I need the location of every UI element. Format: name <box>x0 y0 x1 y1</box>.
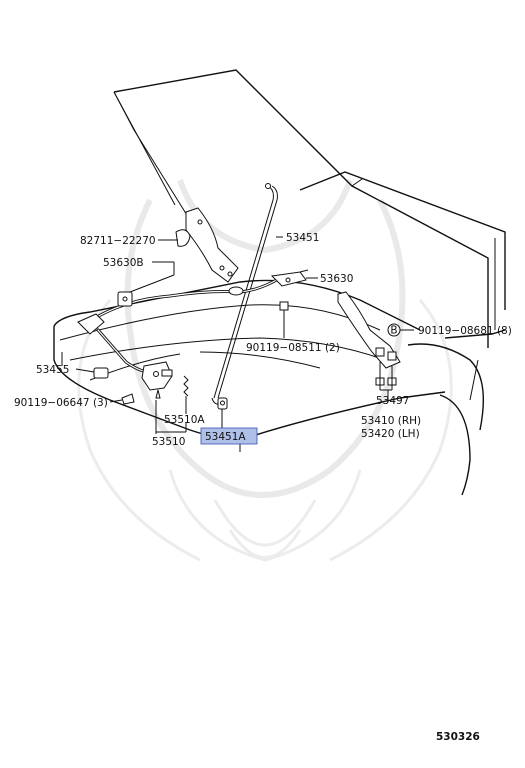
hood-support-rod <box>211 183 278 405</box>
hood-release-cable <box>84 276 282 374</box>
wire-clip <box>175 229 191 247</box>
bolt-90119-06647 <box>121 393 135 405</box>
cable-bracket-53630 <box>270 269 309 287</box>
callout-90119-08681[interactable]: 90119−08681 (8) <box>418 325 512 337</box>
callout-53510a[interactable]: 53510A <box>164 414 205 426</box>
hood-hinge-right <box>337 291 401 369</box>
callout-53455[interactable]: 53455 <box>36 364 69 376</box>
bolt-marker: B <box>387 323 401 337</box>
bolt-90119-08511 <box>279 301 289 318</box>
callout-53497[interactable]: 53497 <box>376 395 409 407</box>
callout-53630[interactable]: 53630 <box>320 273 353 285</box>
callout-53410[interactable]: 53410 (RH) <box>361 415 421 427</box>
lock-spring <box>183 375 189 397</box>
callout-53630b[interactable]: 53630B <box>103 257 144 269</box>
leader-lines <box>61 236 414 434</box>
bolt-marker-letter: B <box>390 325 397 337</box>
callout-53510[interactable]: 53510 <box>152 436 185 448</box>
hood-panel <box>113 69 489 348</box>
hood-lock <box>141 361 173 399</box>
callout-53451[interactable]: 53451 <box>286 232 319 244</box>
cable-grommet <box>228 286 244 296</box>
rod-holder-part <box>217 397 228 410</box>
figure-number: 530326 <box>436 731 480 743</box>
hood-hinge-left <box>185 207 239 283</box>
callout-90119-08511[interactable]: 90119−08511 (2) <box>246 342 340 354</box>
release-lever <box>77 313 109 379</box>
callout-82711-22270[interactable]: 82711−22270 <box>80 235 156 247</box>
highlight-53451a <box>200 427 258 445</box>
callout-labels: 82711−22270 53630B 53451 53630 90119−086… <box>14 232 512 448</box>
cable-clamp-53630b <box>117 291 133 307</box>
callout-53420[interactable]: 53420 (LH) <box>361 428 420 440</box>
callout-53451a[interactable]: 53451A <box>205 431 246 443</box>
callout-90119-06647[interactable]: 90119−06647 (3) <box>14 397 108 409</box>
vehicle-body-outline <box>299 171 506 496</box>
